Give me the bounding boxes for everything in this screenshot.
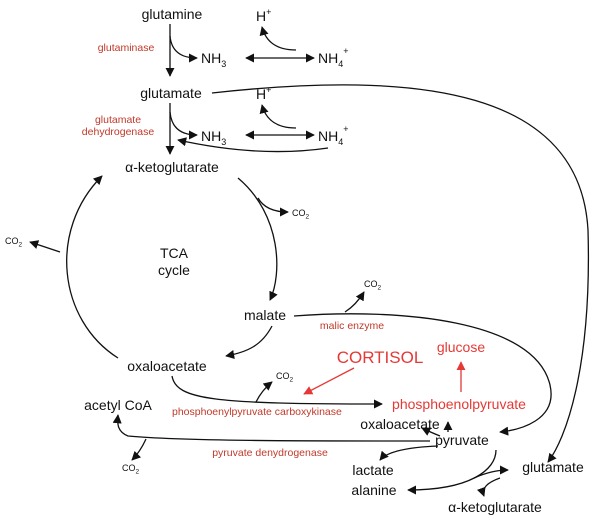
co2-release-arrow-pepck bbox=[255, 381, 273, 403]
nh4-label-1: NH4+ bbox=[318, 46, 349, 69]
pepck-arrow bbox=[171, 375, 383, 409]
co2-label-malic: CO2 bbox=[364, 279, 382, 292]
glutamate-dehydrogenase-label-line2: dehydrogenase bbox=[82, 126, 155, 138]
pyruvate-label: pyruvate bbox=[435, 432, 489, 448]
oxaloacetate-right-label: oxaloacetate bbox=[360, 416, 440, 432]
pepck-label: phosphoenylpyruvate carboxykinase bbox=[172, 406, 342, 418]
tca-arc-oxaloacetate-to-akg bbox=[66, 175, 119, 359]
glutamine-label: glutamine bbox=[142, 6, 203, 22]
pyruvate-dehydrogenase-arrow bbox=[112, 414, 431, 442]
glutamate-label: glutamate bbox=[140, 85, 202, 101]
nh4-label-2: NH4+ bbox=[318, 124, 349, 147]
nh3-release-arrow-1 bbox=[169, 35, 198, 63]
nh3-release-arrow-2 bbox=[169, 111, 198, 140]
nh4-return-arrow bbox=[177, 137, 329, 153]
proton-arrow-2 bbox=[259, 104, 297, 129]
pyruvate-dehydrogenase-label: pyruvate denydrogenase bbox=[212, 447, 328, 459]
co2-release-arrow-pdh bbox=[131, 438, 147, 461]
pyruvate-to-oxaloacetate-arrow bbox=[421, 427, 441, 437]
proton-arrow-1 bbox=[259, 26, 297, 51]
cortisol-stimulation-arrow bbox=[303, 367, 355, 395]
h-ion-label-1: H+ bbox=[256, 7, 271, 24]
malate-label: malate bbox=[244, 307, 286, 323]
phosphoenolpyruvate-label: phosphoenolpyruvate bbox=[392, 396, 526, 412]
co2-release-arrow-left bbox=[29, 240, 61, 253]
nh3-label-2: NH3 bbox=[201, 128, 226, 147]
tca-arc-malate-to-oxaloacetate bbox=[225, 325, 273, 360]
co2-label-pepck: CO2 bbox=[276, 371, 294, 384]
glutamate-dehydrogenase-label-line1: glutamate bbox=[95, 114, 141, 126]
alanine-label: alanine bbox=[351, 482, 396, 498]
glutaminase-label: glutaminase bbox=[98, 42, 155, 54]
glutamate-right-label: glutamate bbox=[522, 459, 584, 475]
co2-release-arrow-malic bbox=[344, 291, 365, 313]
acetyl-coa-label: acetyl CoA bbox=[84, 397, 152, 413]
transamination-to-glutamate-arrow bbox=[473, 465, 509, 479]
tca-arc-akg-to-malate bbox=[237, 177, 278, 301]
alpha-ketoglutarate-label: α-ketoglutarate bbox=[125, 159, 219, 175]
co2-release-arrow-akg bbox=[257, 197, 289, 217]
malic-enzyme-arrow bbox=[293, 313, 552, 436]
alpha-ketoglutarate-right-label: α-ketoglutarate bbox=[448, 499, 542, 515]
glucose-label: glucose bbox=[437, 339, 485, 355]
oxaloacetate-label: oxaloacetate bbox=[127, 358, 207, 374]
nh3-label-1: NH3 bbox=[201, 50, 226, 69]
co2-label-pdh: CO2 bbox=[122, 463, 140, 476]
glutamate-to-akg-arrow bbox=[476, 477, 501, 497]
glutamate-transfer-curve bbox=[211, 84, 590, 463]
tca-cycle-label-line2: cycle bbox=[158, 262, 190, 278]
co2-label-akg: CO2 bbox=[292, 208, 310, 221]
co2-label-left: CO2 bbox=[5, 236, 23, 249]
h-ion-label-2: H+ bbox=[256, 85, 271, 102]
pyruvate-to-lactate-arrow bbox=[379, 445, 439, 461]
cortisol-label: CORTISOL bbox=[337, 348, 424, 367]
tca-cycle-label-line1: TCA bbox=[160, 245, 189, 261]
lactate-label: lactate bbox=[352, 462, 393, 478]
malic-enzyme-label: malic enzyme bbox=[320, 320, 384, 332]
pyruvate-to-alanine-arrow bbox=[407, 449, 497, 495]
